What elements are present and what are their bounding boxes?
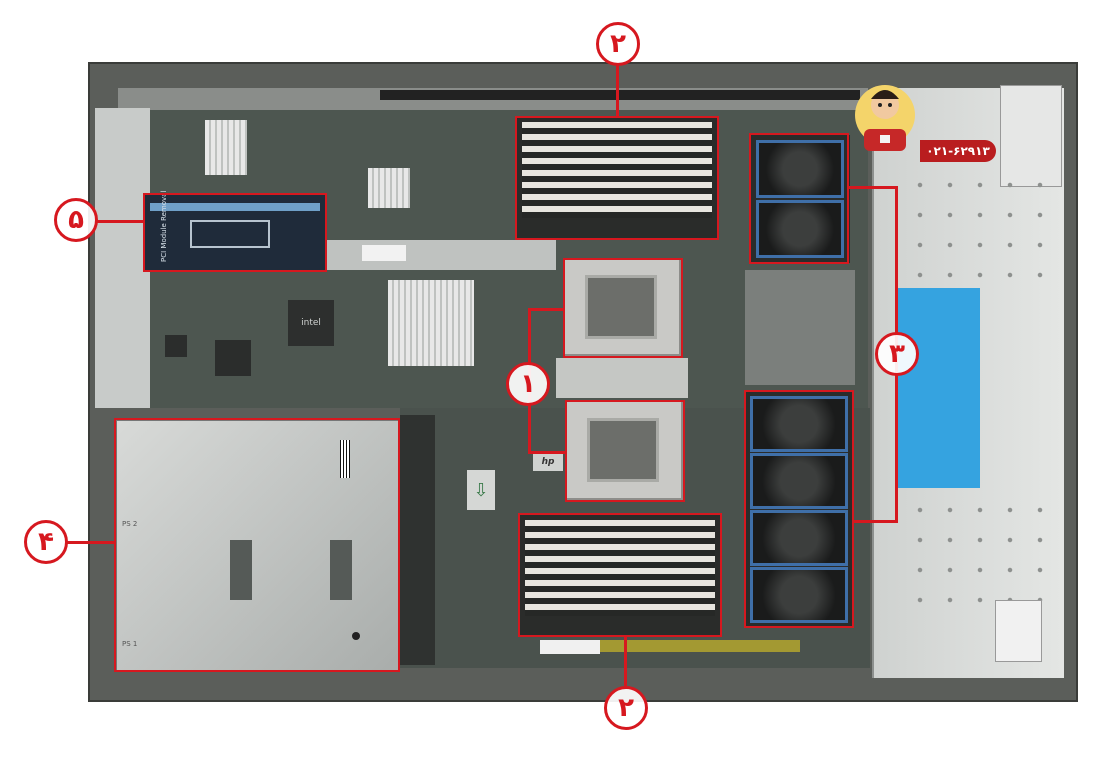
fan-icon	[750, 567, 848, 623]
callout-memory-top: ۲	[596, 22, 640, 66]
psu-vent-2	[330, 540, 352, 600]
dimm-slots-top	[522, 122, 712, 218]
blue-insert	[898, 288, 980, 488]
callout-memory-bottom: ۲	[604, 686, 648, 730]
fan-icon	[750, 453, 848, 509]
management-chip	[215, 340, 251, 376]
fan-icon	[750, 396, 848, 452]
dimm-slots-bottom	[525, 520, 715, 616]
cable-bundle	[380, 90, 860, 100]
fan-icon	[756, 140, 844, 198]
psu-label-ps2: PS 2	[122, 520, 138, 528]
power-supply-highlight	[114, 418, 400, 672]
chipset-heatsink	[205, 120, 247, 175]
cpu-1-highlight	[563, 258, 683, 358]
cpu-socket-2-lga	[587, 418, 659, 482]
callout-pci-riser: ۵	[54, 198, 98, 242]
fans-top-highlight	[749, 133, 849, 264]
psu-barcode	[340, 440, 350, 478]
fan-icon	[756, 200, 844, 258]
crossbar-sticker	[362, 245, 406, 261]
pci-card-outline	[190, 220, 270, 248]
pci-riser-highlight	[143, 193, 327, 272]
cable-tag	[540, 640, 600, 654]
psu-label-ps1: PS 1	[122, 640, 138, 648]
pci-card-stripe	[150, 203, 320, 211]
cpu-2-highlight	[565, 400, 685, 502]
phone-banner: ۰۲۱-۶۲۹۱۳	[920, 140, 996, 162]
memory-top-highlight	[515, 116, 719, 240]
fans-line-bottom	[854, 520, 897, 523]
psu-vent-1	[230, 540, 252, 600]
intel-chip: intel	[288, 300, 334, 346]
aux-heatsink	[368, 168, 410, 208]
memory-bottom-highlight	[518, 513, 722, 637]
pci-line	[96, 220, 144, 223]
mascot-icon	[855, 85, 915, 151]
hp-logo: hp	[533, 453, 563, 471]
fans-bottom-highlight	[744, 390, 854, 628]
down-arrow-icon: ⇩	[467, 470, 495, 510]
drive-bay-label	[995, 600, 1042, 662]
crossbar	[326, 240, 556, 270]
drive-bay-dots-top	[905, 170, 1055, 280]
callout-power-supply: ۴	[24, 520, 68, 564]
fan-gap-plate	[745, 270, 855, 385]
drive-bay-dots-bottom	[905, 495, 1055, 615]
power-supply-cover	[116, 420, 400, 672]
pci-riser-bracket	[95, 108, 150, 408]
power-cables	[600, 640, 800, 652]
cpu-bracket-top	[528, 308, 564, 311]
southbridge-heatsink	[388, 280, 474, 366]
cpu-socket-1-lga	[585, 275, 657, 339]
psu-line	[66, 541, 114, 544]
fan-icon	[750, 510, 848, 566]
power-connector-strip	[400, 415, 435, 665]
callout-fans: ۳	[875, 332, 919, 376]
psu-screw	[352, 632, 360, 640]
callout-cpu: ۱	[506, 362, 550, 406]
socket-bridge-plate	[556, 358, 688, 398]
fans-line-top	[849, 186, 897, 189]
small-chip	[165, 335, 187, 357]
memory-top-line	[616, 62, 619, 117]
cpu-bracket-bottom	[528, 451, 566, 454]
memory-bottom-line	[624, 636, 627, 686]
